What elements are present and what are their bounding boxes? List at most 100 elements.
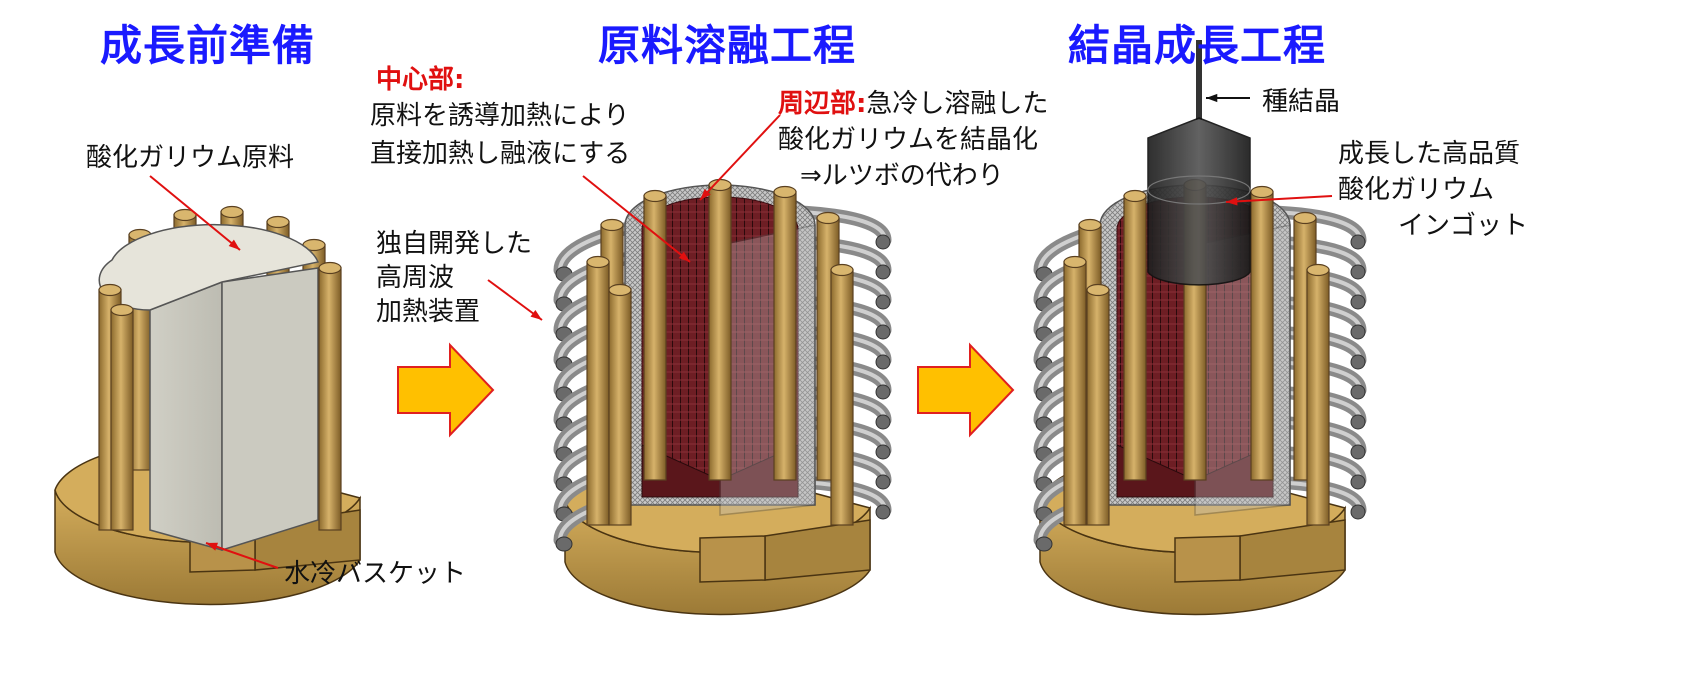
raw-material-label: 酸化ガリウム原料 <box>86 143 295 173</box>
coil-end <box>555 536 573 552</box>
support-rod-top <box>1063 255 1087 269</box>
annotation-pointer <box>205 542 279 569</box>
support-rod <box>708 184 732 481</box>
annotation-arrowhead <box>530 309 542 320</box>
annotation-arrowhead <box>206 542 218 551</box>
coil-end <box>875 294 891 310</box>
support-rod-top <box>643 189 667 203</box>
support-rod <box>1123 195 1147 481</box>
support-rod-top <box>98 283 122 297</box>
stage1-title: 成長前準備 <box>100 21 316 70</box>
coil-end <box>875 234 891 250</box>
periphery-line2: 酸化ガリウムを結晶化 <box>778 125 1039 155</box>
coil-end <box>875 474 891 490</box>
base-cut-face <box>699 535 766 583</box>
annotation-pointer <box>582 175 691 263</box>
ingot-line1: 成長した高品質 <box>1338 139 1521 169</box>
coil-end <box>875 264 891 280</box>
center-line2: 直接加熱し融液にする <box>370 139 631 169</box>
support-rod-top <box>266 215 290 229</box>
support-rod <box>643 195 667 481</box>
periphery-annotation: 周辺部:急冷し溶融した <box>778 86 1048 122</box>
support-rod-top <box>773 185 797 199</box>
support-rod-top <box>110 303 134 317</box>
seed-crystal <box>1196 40 1202 120</box>
center-annotation: 中心部: <box>376 62 464 98</box>
annotation-pointer <box>1225 195 1333 203</box>
stage2-title: 原料溶融工程 <box>598 21 857 70</box>
periphery-line1: 急冷し溶融した <box>866 89 1049 119</box>
coil-end <box>875 324 891 340</box>
coil-end <box>1350 324 1366 340</box>
coil-end <box>1350 444 1366 460</box>
support-rod-top <box>586 255 610 269</box>
coil-end <box>875 504 891 520</box>
annotation-arrowhead <box>678 251 690 262</box>
coil-end <box>1350 414 1366 430</box>
coil-end <box>1350 234 1366 250</box>
coil-end <box>1350 504 1366 520</box>
raw-material-cut-face <box>221 267 319 552</box>
support-rod-top <box>1078 218 1102 232</box>
periphery-head: 周辺部 <box>778 89 857 119</box>
ingot-line3: インゴット <box>1398 211 1529 241</box>
support-rod-top <box>830 263 854 277</box>
support-rod-top <box>220 205 244 219</box>
coil-end <box>1350 384 1366 400</box>
support-rod <box>586 261 610 526</box>
coil-end <box>1035 536 1053 552</box>
support-rod <box>1250 191 1274 481</box>
ingot-line2: 酸化ガリウム <box>1338 175 1495 205</box>
coil-end <box>1350 354 1366 370</box>
support-rod-top <box>318 261 342 275</box>
stage2-apparatus <box>397 114 892 616</box>
support-rod-top <box>1123 189 1147 203</box>
ingot-rim <box>1147 175 1251 205</box>
support-rod <box>830 269 854 526</box>
support-rod <box>1063 261 1087 526</box>
support-rod-top <box>608 283 632 297</box>
heater-line2: 高周波 <box>376 263 455 293</box>
support-rod-top <box>1086 283 1110 297</box>
support-rod-top <box>816 211 840 225</box>
coil-end <box>1350 264 1366 280</box>
annotation-arrowhead <box>1226 197 1238 206</box>
support-rod <box>773 191 797 481</box>
annotation-pointer <box>149 175 241 251</box>
annotation-pointer <box>699 114 781 201</box>
coil-end <box>1350 294 1366 310</box>
stage3-apparatus <box>917 40 1367 616</box>
stage3-title: 結晶成長工程 <box>1068 21 1327 70</box>
coil-end <box>875 444 891 460</box>
support-rod <box>1086 289 1110 526</box>
raw-material-cut-face <box>149 280 223 551</box>
coil-end <box>1350 474 1366 490</box>
center-head: 中心部 <box>376 65 455 95</box>
base-cut-face <box>1174 535 1241 583</box>
support-rod <box>1306 269 1330 526</box>
center-line1: 原料を誘導加熱により <box>370 101 630 131</box>
seed-label: 種結晶 <box>1262 87 1341 117</box>
process-arrow-icon <box>397 342 495 438</box>
cut-plane <box>719 224 816 516</box>
diagram-layer <box>54 40 1367 616</box>
support-rod <box>110 309 134 531</box>
coil-end <box>875 414 891 430</box>
coil-end <box>875 384 891 400</box>
grown-ingot <box>1147 117 1251 286</box>
periphery-colon: : <box>856 89 867 119</box>
heater-line3: 加熱装置 <box>376 297 481 327</box>
support-rod-top <box>1293 211 1317 225</box>
periphery-line3: ⇒ルツボの代わり <box>800 161 1004 191</box>
annotation-arrowhead <box>1206 93 1218 103</box>
annotation-arrowhead <box>700 188 711 200</box>
process-arrow-icon <box>917 342 1015 438</box>
center-colon: : <box>454 65 465 95</box>
coil-end <box>875 354 891 370</box>
water-basket-label: 水冷バスケット <box>284 559 467 589</box>
support-rod <box>608 289 632 526</box>
annotation-arrowhead <box>228 239 240 250</box>
support-rod-top <box>708 178 732 192</box>
